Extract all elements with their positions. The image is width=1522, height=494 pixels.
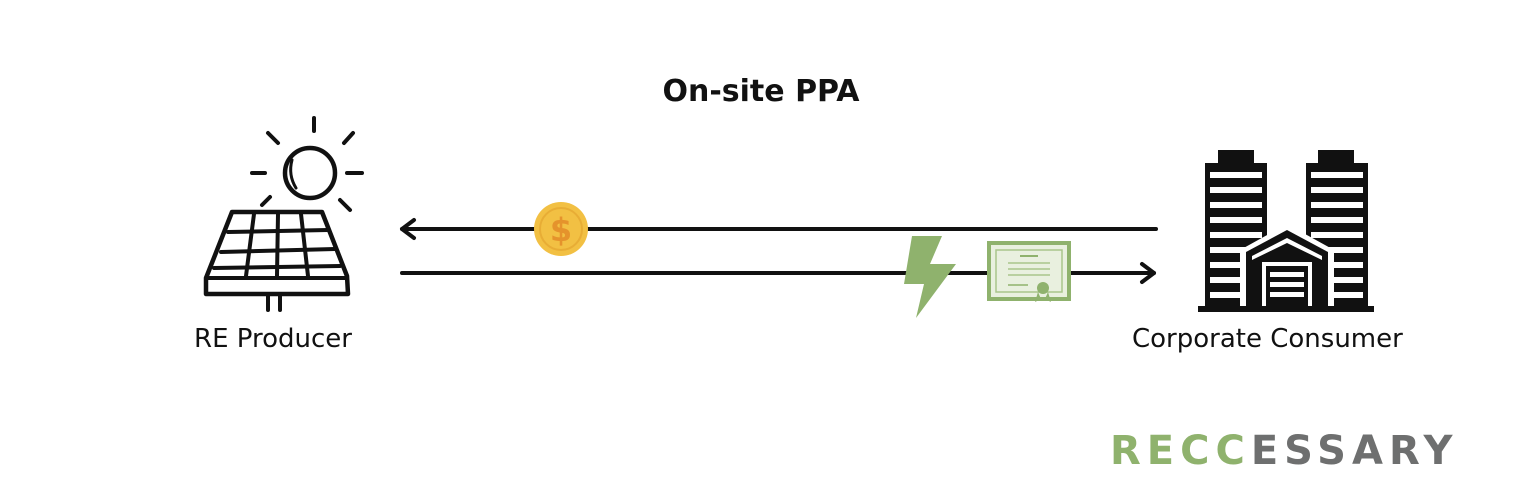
consumer-label: Corporate Consumer (1132, 324, 1403, 354)
reccessary-logo: RECCESSARY (1110, 428, 1459, 474)
solar-panel-sun-icon (203, 116, 364, 312)
office-buildings-icon (1198, 150, 1374, 312)
logo-part-gray: ESSARY (1250, 428, 1459, 474)
svg-text:$: $ (550, 211, 572, 249)
logo-part-green: RECC (1110, 428, 1251, 474)
diagram-title: On-site PPA (662, 74, 860, 109)
lightning-bolt-icon (904, 236, 956, 318)
dollar-coin-icon: $ (534, 202, 588, 256)
payment-arrow (400, 218, 1158, 240)
certificate-icon (987, 241, 1071, 302)
producer-label: RE Producer (194, 324, 352, 354)
